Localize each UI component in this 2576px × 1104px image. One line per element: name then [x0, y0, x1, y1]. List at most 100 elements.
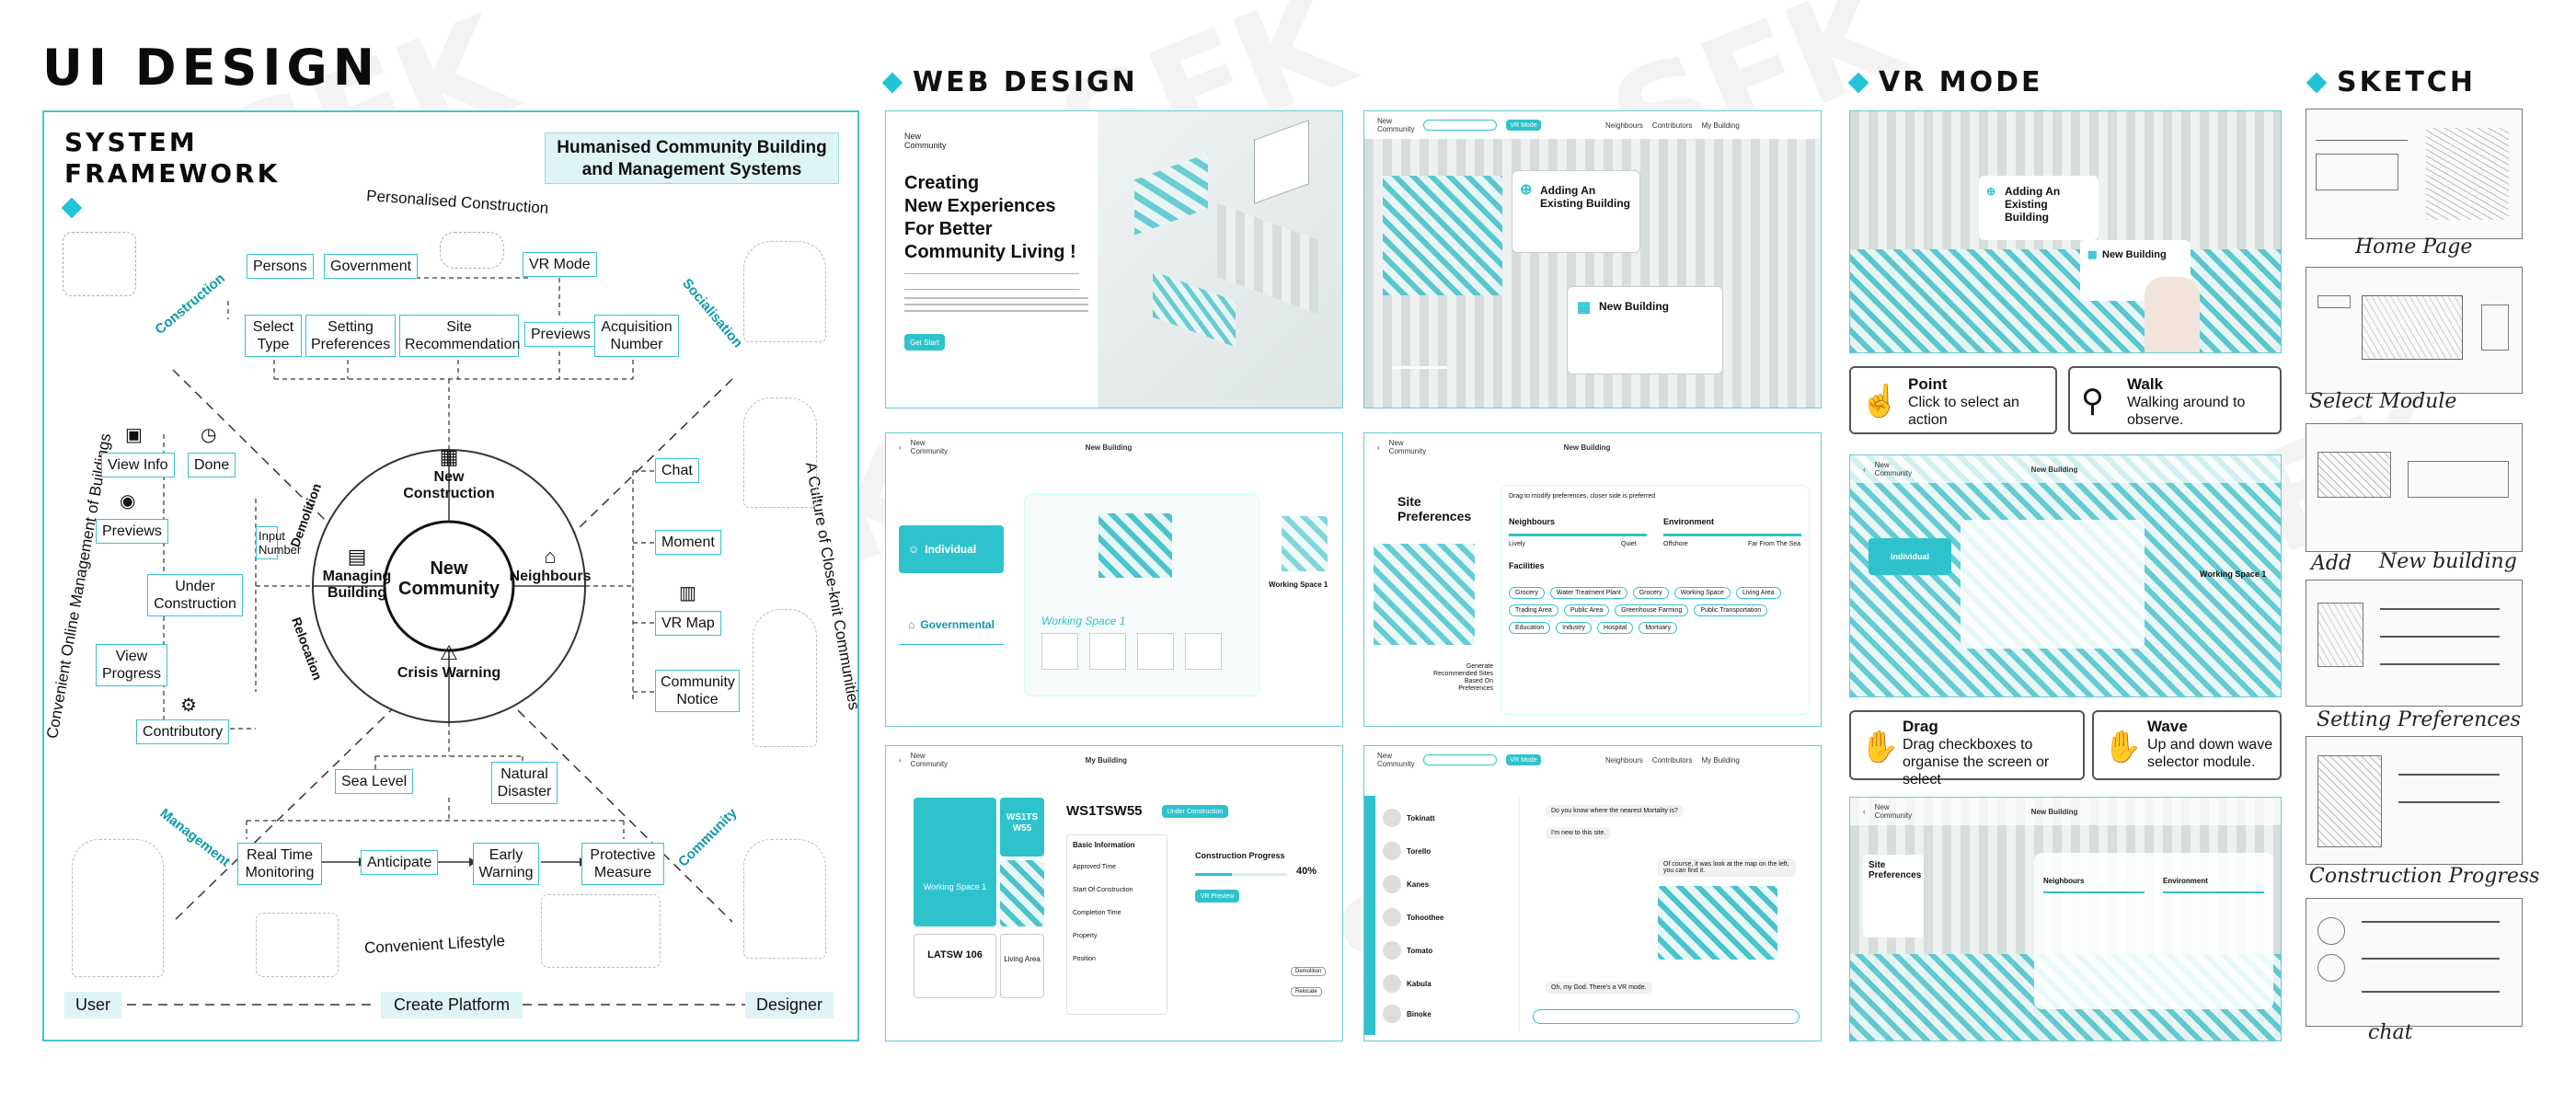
- label-facilities: Facilities: [1509, 561, 1545, 570]
- side-tabs[interactable]: [1364, 796, 1375, 1035]
- box-previews-left: Previews: [96, 519, 168, 544]
- contact-item[interactable]: Binoke: [1383, 1000, 1512, 1028]
- box-community-notice: Community Notice: [655, 670, 740, 712]
- facility-tag[interactable]: Hospital: [1597, 622, 1634, 634]
- vr-option-individual[interactable]: Individual: [1869, 538, 1951, 575]
- tile-module[interactable]: [1000, 860, 1044, 926]
- facility-tag[interactable]: Water Treatment Plant: [1549, 587, 1627, 599]
- card-new-building[interactable]: ▦ New Building: [1567, 286, 1723, 374]
- logo: New Community: [1388, 439, 1427, 455]
- framework-title-line1: SYSTEM: [64, 127, 198, 157]
- contact-item[interactable]: Tomato: [1383, 934, 1512, 967]
- get-start-button[interactable]: Get Start: [904, 334, 945, 351]
- contact-item[interactable]: Torello: [1383, 834, 1512, 868]
- slider-neighbours[interactable]: [1509, 534, 1647, 536]
- vr-mode-button[interactable]: VR Mode: [1506, 754, 1541, 765]
- card-existing-building-title: Adding An Existing Building: [1540, 184, 1630, 210]
- logo: New Community: [1874, 803, 1913, 820]
- avatar: [1383, 974, 1401, 993]
- option-governmental[interactable]: ⌂Governmental: [899, 604, 1004, 645]
- vr-preview-button[interactable]: VR Preview: [1195, 890, 1239, 903]
- space-label: Working Space 1: [1041, 615, 1126, 627]
- forklift-illustration: [256, 913, 339, 977]
- top-nav: ‹ New Community New Building: [1364, 433, 1821, 461]
- sketch-label-progress: Construction Progress: [2309, 865, 2540, 888]
- option-individual[interactable]: ☺Individual: [899, 525, 1004, 573]
- space-label-right: Working Space 1: [1269, 581, 1328, 589]
- info-row: Property: [1073, 933, 1098, 939]
- facility-tag[interactable]: Greenhouse Farming: [1615, 604, 1689, 616]
- card-existing-building[interactable]: ⊕ Adding An Existing Building: [1512, 170, 1640, 253]
- section-title-web-text: WEB DESIGN: [913, 66, 1138, 98]
- slider-environment[interactable]: [1663, 534, 1801, 536]
- card-new-building-title: New Building: [1599, 300, 1669, 313]
- nav-my-building[interactable]: My Building: [1701, 755, 1740, 765]
- nav-contributors[interactable]: Contributors: [1651, 121, 1693, 130]
- back-icon[interactable]: ‹: [1863, 465, 1866, 474]
- contact-item[interactable]: Tohoothee: [1383, 901, 1512, 934]
- search-input[interactable]: [1423, 120, 1497, 131]
- map-preview[interactable]: [1658, 886, 1777, 960]
- landing-heading: Creating New Experiences For Better Comm…: [904, 172, 1076, 264]
- vr-card-existing[interactable]: ⊕ Adding An Existing Building: [1979, 176, 2099, 240]
- hub-managing-building: ▤ Managing Building: [320, 545, 394, 602]
- box-protective-measure: Protective Measure: [581, 843, 664, 885]
- back-icon[interactable]: ‹: [899, 755, 902, 765]
- sketch-label-chat: chat: [2368, 1021, 2413, 1044]
- tile-working-space[interactable]: Working Space 1: [914, 798, 996, 926]
- box-vr-map: VR Map: [655, 611, 721, 636]
- sketch-label-preferences: Setting Preferences: [2317, 708, 2521, 731]
- box-contributory: Contributory: [136, 719, 230, 744]
- vr-preview-panel: [1961, 520, 2145, 649]
- section-heading: Site Preferences: [1397, 494, 1472, 523]
- nav-contributors[interactable]: Contributors: [1651, 755, 1693, 765]
- hub-managing-building-label: Managing Building: [322, 569, 392, 601]
- facility-tag[interactable]: Grocery: [1509, 587, 1545, 599]
- facility-tag[interactable]: Mortuary: [1639, 622, 1677, 634]
- facility-tag[interactable]: Working Space: [1673, 587, 1731, 599]
- nav-my-building[interactable]: My Building: [1701, 121, 1740, 130]
- option-individual-label: Individual: [925, 543, 977, 556]
- message-input[interactable]: [1533, 1009, 1800, 1024]
- sketch-label-select: Select Module: [2309, 390, 2457, 413]
- footer-designer: Designer: [745, 992, 834, 1018]
- facility-tag[interactable]: Trading Area: [1509, 604, 1558, 616]
- nav-neighbours[interactable]: Neighbours: [1605, 121, 1643, 130]
- facility-tag[interactable]: Industry: [1556, 622, 1593, 634]
- contact-item[interactable]: Kanes: [1383, 868, 1512, 901]
- plus-icon: ⊕: [1520, 182, 1533, 198]
- tile-living-area[interactable]: Living Area: [1000, 934, 1044, 998]
- back-icon[interactable]: ‹: [1863, 807, 1866, 816]
- nav-neighbours[interactable]: Neighbours: [1605, 755, 1643, 765]
- demolition-button[interactable]: Demolition: [1291, 967, 1327, 976]
- logo: New Community: [1874, 461, 1913, 477]
- vr-mode-button[interactable]: VR Mode: [1506, 120, 1541, 131]
- document-icon: ▤: [347, 545, 367, 568]
- search-input[interactable]: [1423, 754, 1497, 765]
- sketch-label-home: Home Page: [2355, 236, 2473, 259]
- top-nav: ‹ New Community New Building: [1850, 455, 2281, 483]
- box-acquisition-number: Acquisition Number: [594, 315, 679, 357]
- page-title: New Building: [2030, 465, 2078, 474]
- facility-tag[interactable]: Living Area: [1735, 587, 1781, 599]
- contact-item[interactable]: Kabula: [1383, 967, 1512, 1000]
- back-icon[interactable]: ‹: [899, 443, 902, 452]
- facility-tag[interactable]: Public Area: [1563, 604, 1610, 616]
- web-screen-landing: New Community Creating New Experiences F…: [885, 110, 1343, 408]
- contact-item[interactable]: Tokinatt: [1383, 801, 1512, 834]
- facility-tag[interactable]: Education: [1509, 622, 1551, 634]
- scale-quiet: Quiet: [1621, 541, 1637, 547]
- main-title: UI DESIGN: [42, 39, 380, 97]
- sketch-new-building: [2306, 423, 2523, 552]
- gesture-walk: ⚲ Walk Walking around to observe.: [2068, 366, 2282, 434]
- hub-new-construction: ▦ New Construction: [394, 445, 504, 502]
- back-icon[interactable]: ‹: [1377, 443, 1380, 452]
- facility-tag[interactable]: Public Transportation: [1694, 604, 1768, 616]
- relocate-button[interactable]: Relocate: [1291, 987, 1322, 996]
- tile-code[interactable]: WS1TS W55: [1000, 798, 1044, 857]
- contact-name: Tomato: [1407, 946, 1433, 955]
- tile-latsw[interactable]: LATSW 106: [914, 934, 996, 998]
- chat-message: Do you know where the nearest Mortality …: [1546, 805, 1684, 817]
- chat-message: I'm new to this site.: [1546, 827, 1612, 839]
- facility-tag[interactable]: Grocery: [1632, 587, 1669, 599]
